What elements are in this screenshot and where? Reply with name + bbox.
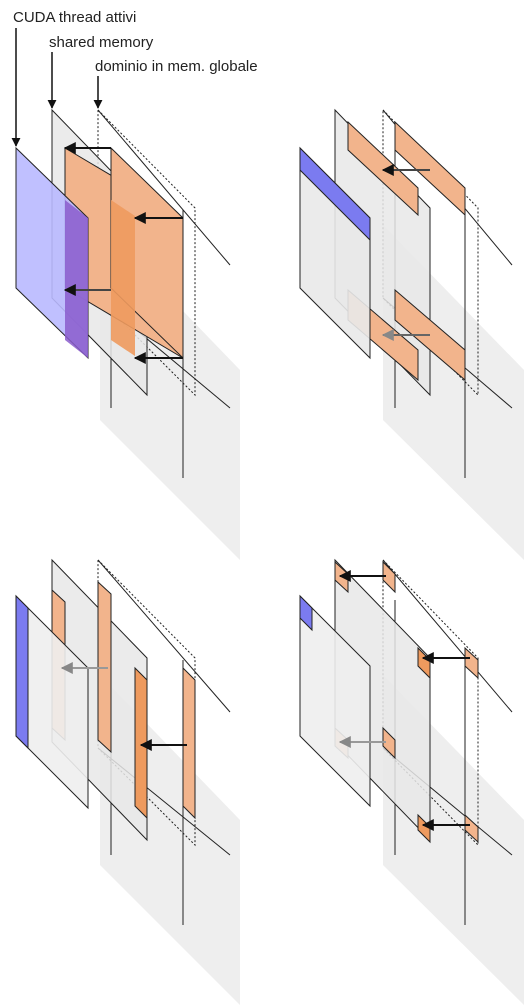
panel-2: [299, 108, 524, 560]
panel-4-cuda-plane: [299, 594, 371, 808]
panel-3: [15, 558, 240, 1005]
label-cuda-threads: CUDA thread attivi: [13, 9, 136, 26]
panel-4: [299, 558, 524, 1005]
label-global-domain: dominio in mem. globale: [95, 58, 258, 75]
panel-1: CUDA thread attivi shared memory dominio…: [11, 9, 258, 560]
label-shared-memory: shared memory: [49, 34, 154, 51]
